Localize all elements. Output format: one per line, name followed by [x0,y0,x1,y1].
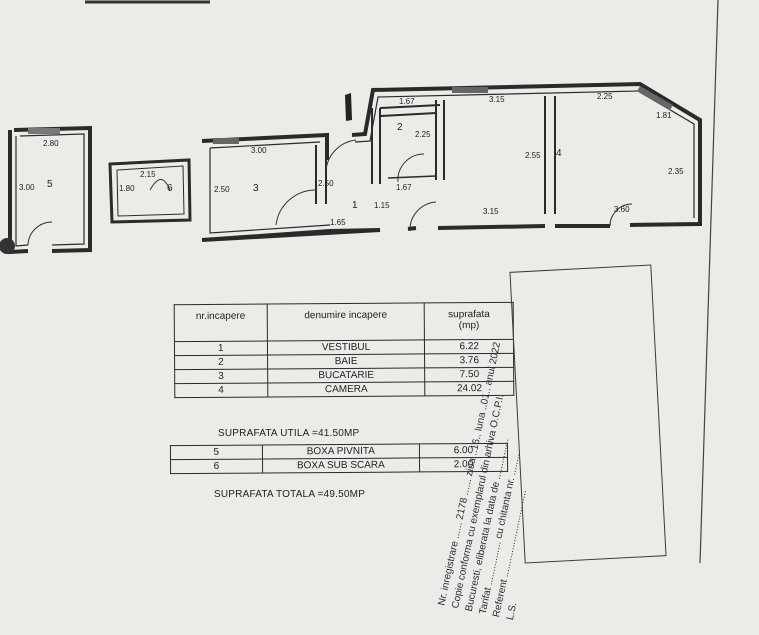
room-6-plan: 2.15 1.80 6 [108,158,192,224]
dim-r3-height: 2.50 [214,185,230,194]
dim-r4-bottom2: 3.60 [614,205,630,214]
table-row: 4 CAMERA 24.02 [174,381,514,398]
rooms-table: nr.incapere denumire incapere suprafata … [174,302,515,398]
dim-r4-height: 2.55 [525,151,541,160]
dim-r2-width: 1.67 [399,97,415,106]
dim-r1-depth: 1.15 [374,201,390,210]
table-row: 6 BOXA SUB SCARA 2.00 [170,457,508,474]
table-header-row: nr.incapere denumire incapere suprafata … [174,302,514,342]
row-name: BUCATARIE [267,367,426,384]
row-name: CAMERA [267,381,426,398]
header-area-label: suprafata [448,308,490,321]
row-name: BOXA PIVNITA [262,443,420,460]
row-nr: 5 [170,445,263,460]
dim-r5-width: 2.80 [43,139,59,148]
row-name: BOXA SUB SCARA [262,457,420,474]
floor-plan: 2.80 3.00 5 2.15 1.80 6 3. [0,0,719,563]
row-nr: 1 [174,341,268,356]
row-name: BAIE [267,353,426,370]
dim-r3-width: 3.00 [251,146,267,155]
dim-r6-width: 2.15 [140,170,156,179]
dim-r1-height: 2.50 [318,179,334,188]
dim-r4-top1: 3.15 [489,95,505,104]
header-area-unit: (mp) [458,320,480,332]
row-nr: 4 [174,383,268,398]
dim-r2-bottom: 1.67 [396,183,412,192]
dim-r4-top2: 2.25 [597,92,613,101]
room-number-2: 2 [397,122,403,133]
row-name: VESTIBUL [267,339,425,356]
room-number-4: 4 [556,148,562,159]
summary-usable-area: SUPRAFATA UTILA =41.50MP [218,428,360,439]
header-name: denumire incapere [266,302,425,342]
room-5-plan: 2.80 3.00 5 [0,125,92,255]
storage-table: 5 BOXA PIVNITA 6.00 6 BOXA SUB SCARA 2.0… [170,443,508,474]
summary-total-area: SUPRAFATA TOTALA =49.50MP [214,489,366,500]
dim-r5-height: 3.00 [19,183,35,192]
room-number-6: 6 [167,183,173,194]
dim-r4-side: 2.35 [668,167,684,176]
page-edge [699,0,719,563]
row-nr: 2 [174,355,268,370]
dim-r6-height: 1.80 [119,184,135,193]
row-nr: 3 [174,369,268,384]
row-nr: 6 [170,459,263,474]
punch-hole [0,238,15,254]
dim-r4-bottom1: 3.15 [483,207,499,216]
room-number-3: 3 [253,183,259,194]
dim-r2-height: 2.25 [415,130,431,139]
room-number-5: 5 [47,179,53,190]
apartment-plan: 3.00 2.50 3 2.50 1 1.65 1.15 1.67 2 2.25… [201,81,702,242]
header-nr: nr.incapere [174,304,268,342]
dim-r1-width: 1.65 [330,218,346,227]
room-number-1: 1 [352,200,358,211]
dim-r4-diagonal: 1.81 [656,111,672,120]
